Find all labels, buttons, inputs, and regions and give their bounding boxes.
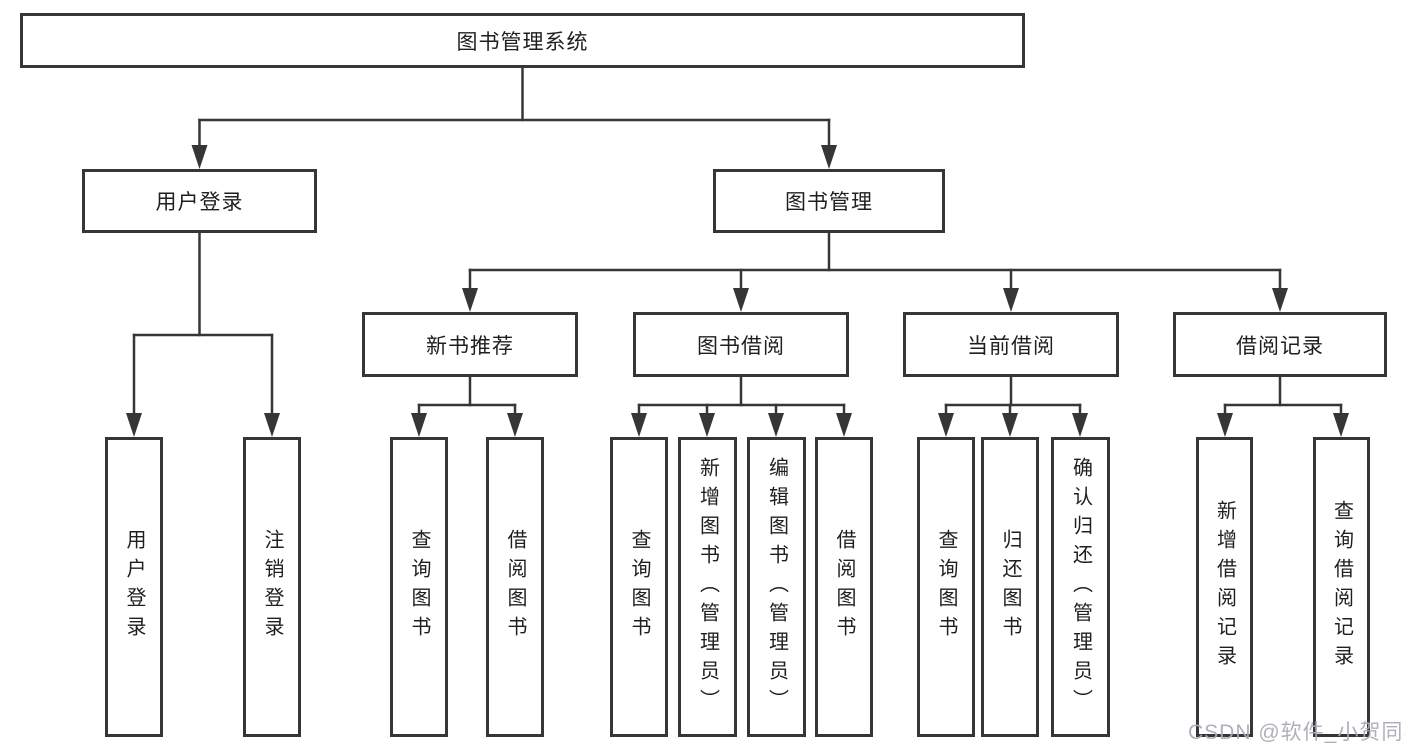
arrowhead [631,413,647,437]
node-label: 借阅图书 [833,529,855,645]
node-label: 图书管理 [785,191,873,214]
node-borrow-records: 借阅记录 [1173,312,1387,377]
node-label: 注销登录 [261,529,283,645]
node-label: 新增借阅记录 [1213,500,1236,674]
node-current-borrowing: 当前借阅 [903,312,1119,377]
arrowhead [1072,413,1088,437]
leaf-current-query-books: 查询图书 [917,437,975,737]
arrowhead [264,413,280,437]
node-label: 新书推荐 [426,334,514,358]
arrowhead [1272,288,1288,312]
node-label: 当前借阅 [967,334,1055,358]
arrowhead [1003,288,1019,312]
leaf-recommend-borrow-books: 借阅图书 [486,437,544,737]
node-label: 归还图书 [999,529,1021,645]
leaf-add-books-admin: 新增图书（管理员） [678,437,737,737]
node-label: 用户登录 [155,191,244,214]
node-label: 查询图书 [935,529,957,645]
node-library-system: 图书管理系统 [20,13,1025,68]
arrowhead [462,288,478,312]
leaf-query-borrow-record: 查询借阅记录 [1313,437,1370,737]
node-label: 借阅记录 [1236,334,1324,358]
leaf-borrow-query-books: 查询图书 [610,437,668,737]
leaf-confirm-return-admin: 确认归还（管理员） [1051,437,1110,737]
node-label: 查询图书 [628,529,650,645]
leaf-recommend-query-books: 查询图书 [390,437,448,737]
arrowhead [191,145,208,169]
leaf-add-borrow-record: 新增借阅记录 [1196,437,1253,737]
leaf-logout: 注销登录 [243,437,301,737]
arrowhead [507,413,523,437]
node-label: 确认归还（管理员） [1069,456,1092,718]
csdn-watermark: CSDN @软件_小贺同学 [1188,721,1405,744]
arrowhead [699,413,715,437]
arrowhead [1217,413,1233,437]
arrowhead [938,413,954,437]
node-label: 图书借阅 [697,334,785,358]
arrowhead [411,413,427,437]
leaf-edit-books-admin: 编辑图书（管理员） [747,437,806,737]
node-book-borrowing: 图书借阅 [633,312,849,377]
node-label: 用户登录 [123,529,145,645]
arrowhead [1333,413,1349,437]
arrowhead [1002,413,1018,437]
leaf-user-login: 用户登录 [105,437,163,737]
node-label: 查询图书 [408,529,430,645]
arrowhead [733,288,749,312]
node-label: 新增图书（管理员） [696,456,719,718]
node-new-book-recommend: 新书推荐 [362,312,578,377]
leaf-return-books: 归还图书 [981,437,1039,737]
arrowhead [126,413,142,437]
node-book-management: 图书管理 [713,169,945,233]
node-label: 借阅图书 [504,529,526,645]
node-label: 编辑图书（管理员） [765,456,788,718]
node-user-login: 用户登录 [82,169,317,233]
node-label: 查询借阅记录 [1330,500,1353,674]
arrowhead [821,145,837,169]
leaf-borrow-books: 借阅图书 [815,437,873,737]
node-label: 图书管理系统 [456,30,589,54]
arrowhead [836,413,852,437]
arrowhead [768,413,784,437]
